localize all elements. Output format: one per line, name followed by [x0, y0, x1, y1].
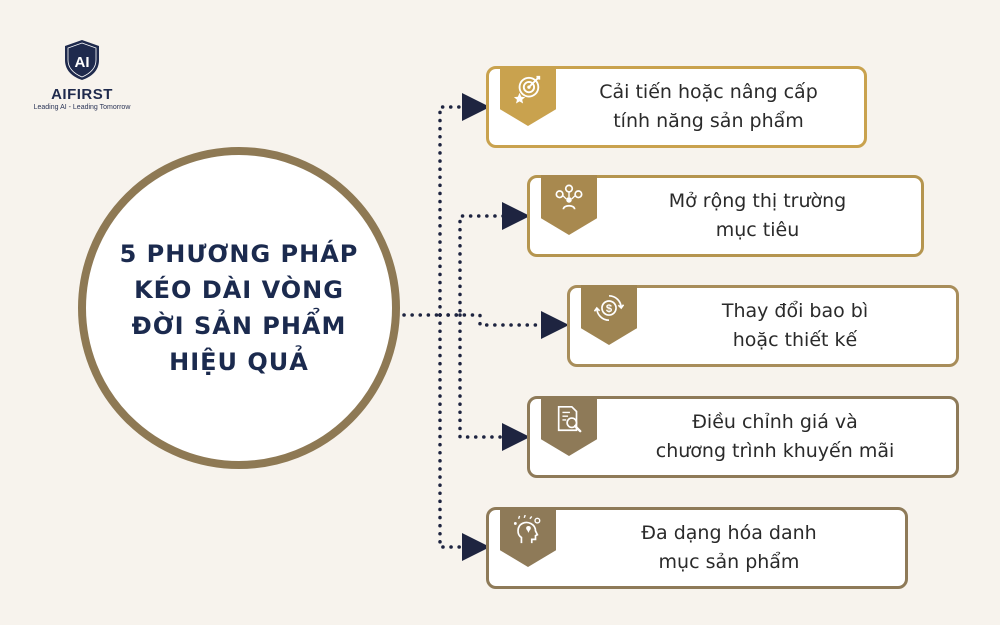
method-label-5: Đa dạng hóa danh mục sản phẩm	[641, 522, 817, 573]
method-tab-4	[541, 396, 597, 456]
method-card-2: Mở rộng thị trường mục tiêu	[527, 175, 924, 257]
connector-3	[438, 311, 569, 339]
method-label-4: Điều chỉnh giá và chương trình khuyến mã…	[655, 411, 895, 462]
connector-5	[438, 313, 490, 561]
connector-4	[458, 313, 530, 451]
method-card-1: Cải tiến hoặc nâng cấp tính năng sản phẩ…	[486, 66, 867, 148]
connector-2	[438, 202, 530, 317]
shield-logo-icon: AI	[65, 40, 99, 80]
method-label-2: Mở rộng thị trường mục tiêu	[668, 190, 847, 241]
method-card-5: Đa dạng hóa danh mục sản phẩm	[486, 507, 908, 589]
method-card-3: $ Thay đổi bao bì hoặc thiết kế	[567, 285, 959, 367]
document-search-icon	[557, 405, 582, 433]
method-tab-1	[500, 66, 556, 126]
method-tab-2	[541, 175, 597, 235]
brand-tagline: Leading AI - Leading Tomorrow	[33, 104, 131, 111]
dollar-cycle-icon: $	[594, 294, 624, 322]
brand-name: AIFIRST	[51, 86, 113, 103]
brand-logo: AI AIFIRST Leading AI - Leading Tomorrow	[22, 38, 142, 111]
method-label-3: Thay đổi bao bì hoặc thiết kế	[721, 300, 869, 351]
method-tab-3: $	[581, 285, 637, 345]
svg-text:AI: AI	[75, 54, 90, 71]
target-star-icon	[513, 75, 541, 104]
method-card-4: Điều chỉnh giá và chương trình khuyến mã…	[527, 396, 959, 478]
market-network-icon	[555, 184, 583, 210]
method-tab-5	[500, 507, 556, 567]
center-title: 5 PHƯƠNG PHÁP KÉO DÀI VÒNG ĐỜI SẢN PHẨM …	[119, 240, 359, 376]
center-circle: 5 PHƯƠNG PHÁP KÉO DÀI VÒNG ĐỜI SẢN PHẨM …	[78, 147, 400, 469]
connector-1	[438, 93, 490, 317]
idea-head-icon	[513, 515, 541, 544]
svg-text:$: $	[606, 303, 613, 315]
method-label-1: Cải tiến hoặc nâng cấp tính năng sản phẩ…	[599, 81, 818, 132]
